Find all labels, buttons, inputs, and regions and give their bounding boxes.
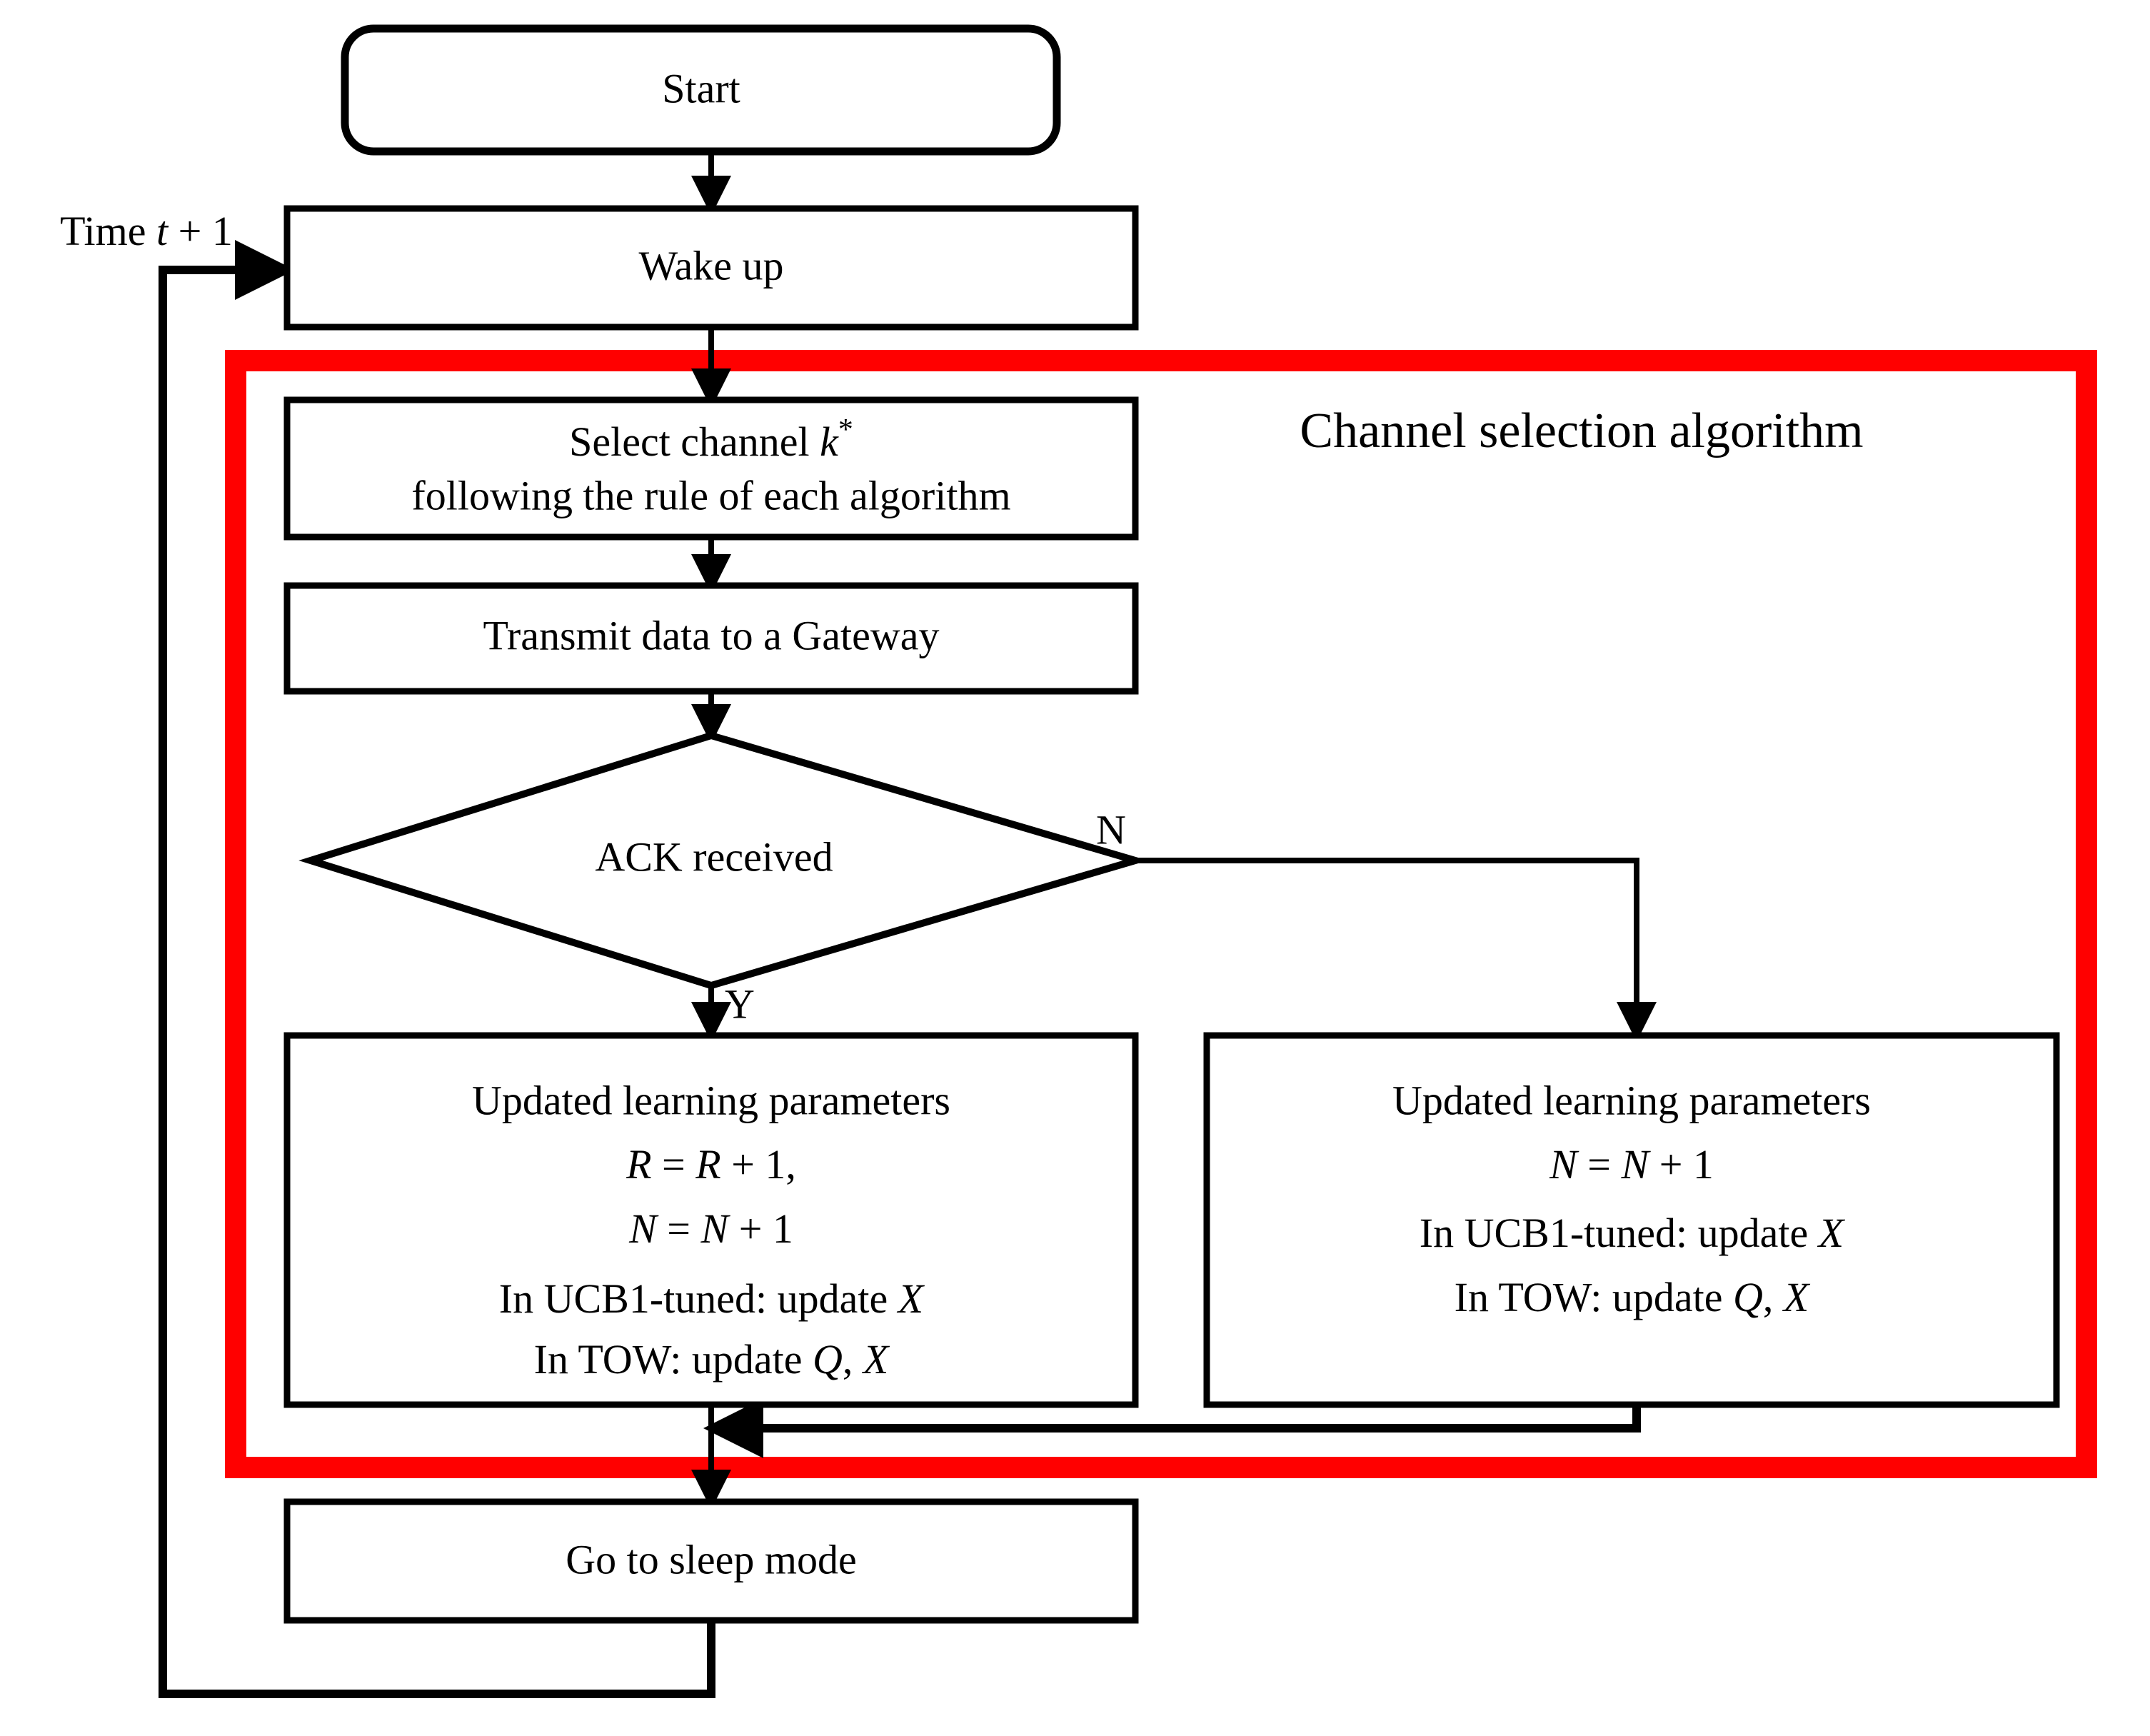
- edge-sleep-loop-back: [159, 240, 715, 1698]
- node-select-channel[interactable]: Select channel k* following the rule of …: [283, 396, 1139, 541]
- update-no-line2: N = N + 1: [1549, 1141, 1714, 1188]
- update-yes-line1: Updated learning parameters: [472, 1077, 950, 1123]
- select-channel-line2: following the rule of each algorithm: [411, 472, 1010, 518]
- update-no-tow-sep: ,: [1763, 1274, 1784, 1320]
- node-update-no[interactable]: Updated learning parameters N = N + 1 In…: [1203, 1032, 2060, 1408]
- update-no-ucb-var: X: [1817, 1210, 1846, 1256]
- update-no-tow-x: X: [1782, 1274, 1811, 1320]
- node-transmit[interactable]: Transmit data to a Gateway: [283, 582, 1139, 695]
- update-no-line4: In TOW: update Q, X: [1455, 1274, 1811, 1320]
- update-no-line3: In UCB1-tuned: update X: [1420, 1210, 1846, 1256]
- update-yes-line3: N = N + 1: [628, 1205, 793, 1252]
- node-ack-decision[interactable]: ACK received: [298, 731, 1148, 990]
- update-no-eq: =: [1577, 1141, 1622, 1188]
- update-no-N1: N: [1549, 1141, 1579, 1188]
- node-update-yes[interactable]: Updated learning parameters R = R + 1, N…: [283, 1032, 1139, 1408]
- loop-label-var: t: [156, 208, 169, 254]
- update-yes-ucb-var: X: [897, 1275, 925, 1322]
- update-yes-R2: R: [695, 1141, 720, 1188]
- ack-decision-shape: [298, 731, 1148, 990]
- update-yes-eq2: =: [657, 1205, 701, 1252]
- update-yes-tow-text: In TOW: update: [534, 1336, 813, 1383]
- start-shape: [341, 24, 1061, 156]
- node-wake-up[interactable]: Wake up: [283, 205, 1139, 331]
- loop-label-pre: Time: [60, 208, 156, 254]
- update-yes-N2: N: [700, 1205, 731, 1252]
- update-no-tow-text: In TOW: update: [1455, 1274, 1733, 1320]
- select-channel-shape: [283, 396, 1139, 541]
- update-yes-line2: R = R + 1,: [626, 1141, 796, 1188]
- node-sleep[interactable]: Go to sleep mode: [283, 1498, 1139, 1624]
- loop-label: Time t + 1: [60, 208, 233, 254]
- update-yes-R1: R: [626, 1141, 651, 1188]
- group-title: Channel selection algorithm: [1300, 403, 1863, 458]
- ack-decision-label: ACK received: [595, 833, 833, 880]
- select-channel-var: k: [820, 418, 839, 465]
- update-no-tow-q: Q: [1733, 1274, 1763, 1320]
- sleep-label: Go to sleep mode: [566, 1536, 857, 1582]
- update-yes-line4: In UCB1-tuned: update X: [499, 1275, 925, 1322]
- select-channel-line1: Select channel k*: [569, 413, 853, 466]
- transmit-shape: [283, 582, 1139, 695]
- update-yes-ucb-text: In UCB1-tuned: update: [499, 1275, 898, 1322]
- update-yes-shape: [283, 1032, 1139, 1408]
- start-label: Start: [662, 65, 740, 111]
- wake-up-shape: [283, 205, 1139, 331]
- update-yes-plus2: + 1: [728, 1205, 793, 1252]
- update-no-line1: Updated learning parameters: [1392, 1077, 1871, 1123]
- update-yes-tow-x: X: [862, 1336, 890, 1383]
- channel-selection-group-box: [225, 350, 2097, 1478]
- update-no-ucb-text: In UCB1-tuned: update: [1420, 1210, 1819, 1256]
- update-no-shape: [1203, 1032, 2060, 1408]
- edge-update-no-merge: [703, 1398, 1641, 1458]
- update-yes-eq1: =: [652, 1141, 696, 1188]
- sleep-shape: [283, 1498, 1139, 1624]
- wake-up-label: Wake up: [638, 242, 783, 289]
- update-yes-line5: In TOW: update Q, X: [534, 1336, 890, 1383]
- edge-label-yes: Y: [725, 980, 755, 1027]
- edge-label-no: N: [1096, 806, 1126, 853]
- update-yes-tow-q: Q: [813, 1336, 843, 1383]
- select-channel-star: *: [838, 413, 853, 446]
- transmit-label: Transmit data to a Gateway: [483, 612, 940, 658]
- update-yes-N1: N: [628, 1205, 659, 1252]
- update-no-N2: N: [1621, 1141, 1652, 1188]
- node-start[interactable]: Start: [341, 24, 1061, 156]
- loop-label-post: + 1: [168, 208, 233, 254]
- select-channel-line1-pre: Select channel: [569, 418, 820, 465]
- edge-ack-no-to-update: [1135, 858, 1657, 1042]
- update-no-plus1: + 1: [1649, 1141, 1714, 1188]
- update-yes-plus1: + 1,: [721, 1141, 796, 1188]
- update-yes-tow-sep: ,: [843, 1336, 863, 1383]
